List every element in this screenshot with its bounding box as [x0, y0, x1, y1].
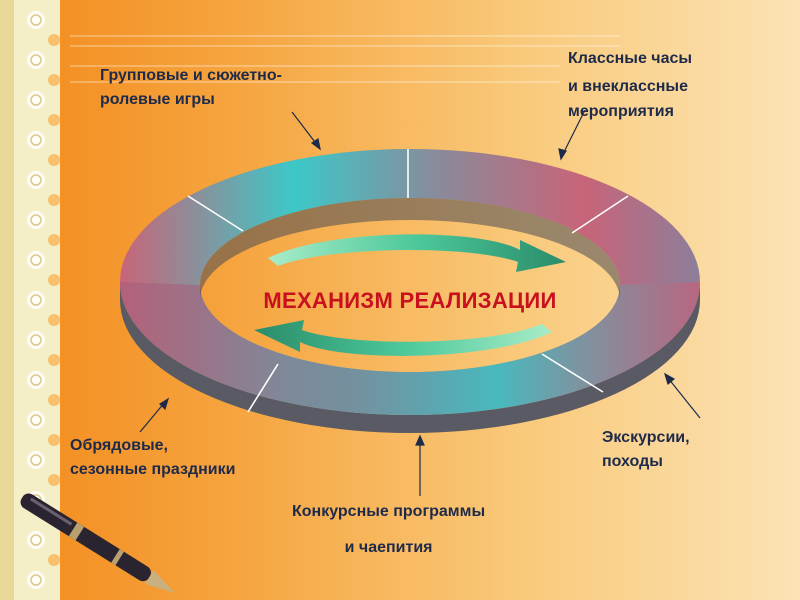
label-line: Экскурсии,	[602, 429, 690, 446]
label-excursions: Экскурсии, походы	[602, 426, 690, 474]
ring-lower-surface	[120, 282, 700, 415]
cycle-arrow-bottom-icon	[254, 320, 552, 356]
label-line: сезонные праздники	[70, 461, 236, 478]
label-line: ролевые игры	[100, 91, 215, 108]
pointer-arrows	[139, 109, 701, 496]
label-line: Обрядовые,	[70, 437, 168, 454]
label-line: мероприятия	[568, 103, 674, 120]
label-contests: Конкурсные программы и чаепития	[292, 494, 485, 566]
diagram-center-title: МЕХАНИЗМ РЕАЛИЗАЦИИ	[263, 288, 557, 313]
label-line: Групповые и сюжетно-	[100, 67, 282, 84]
ring-segment-dividers	[187, 149, 629, 413]
label-group-games: Групповые и сюжетно- ролевые игры	[100, 64, 282, 112]
label-class-hours: Классные часы и внеклассные мероприятия	[568, 44, 692, 124]
label-line: и внеклассные	[568, 78, 688, 95]
ring-inner-wall	[200, 198, 620, 300]
label-holidays: Обрядовые, сезонные праздники	[70, 434, 235, 482]
label-line: походы	[602, 453, 663, 470]
label-line: Классные часы	[568, 50, 693, 67]
cycle-arrow-top-icon	[268, 234, 566, 272]
label-line: и чаепития	[344, 539, 433, 556]
label-line: Конкурсные программы	[292, 503, 486, 520]
